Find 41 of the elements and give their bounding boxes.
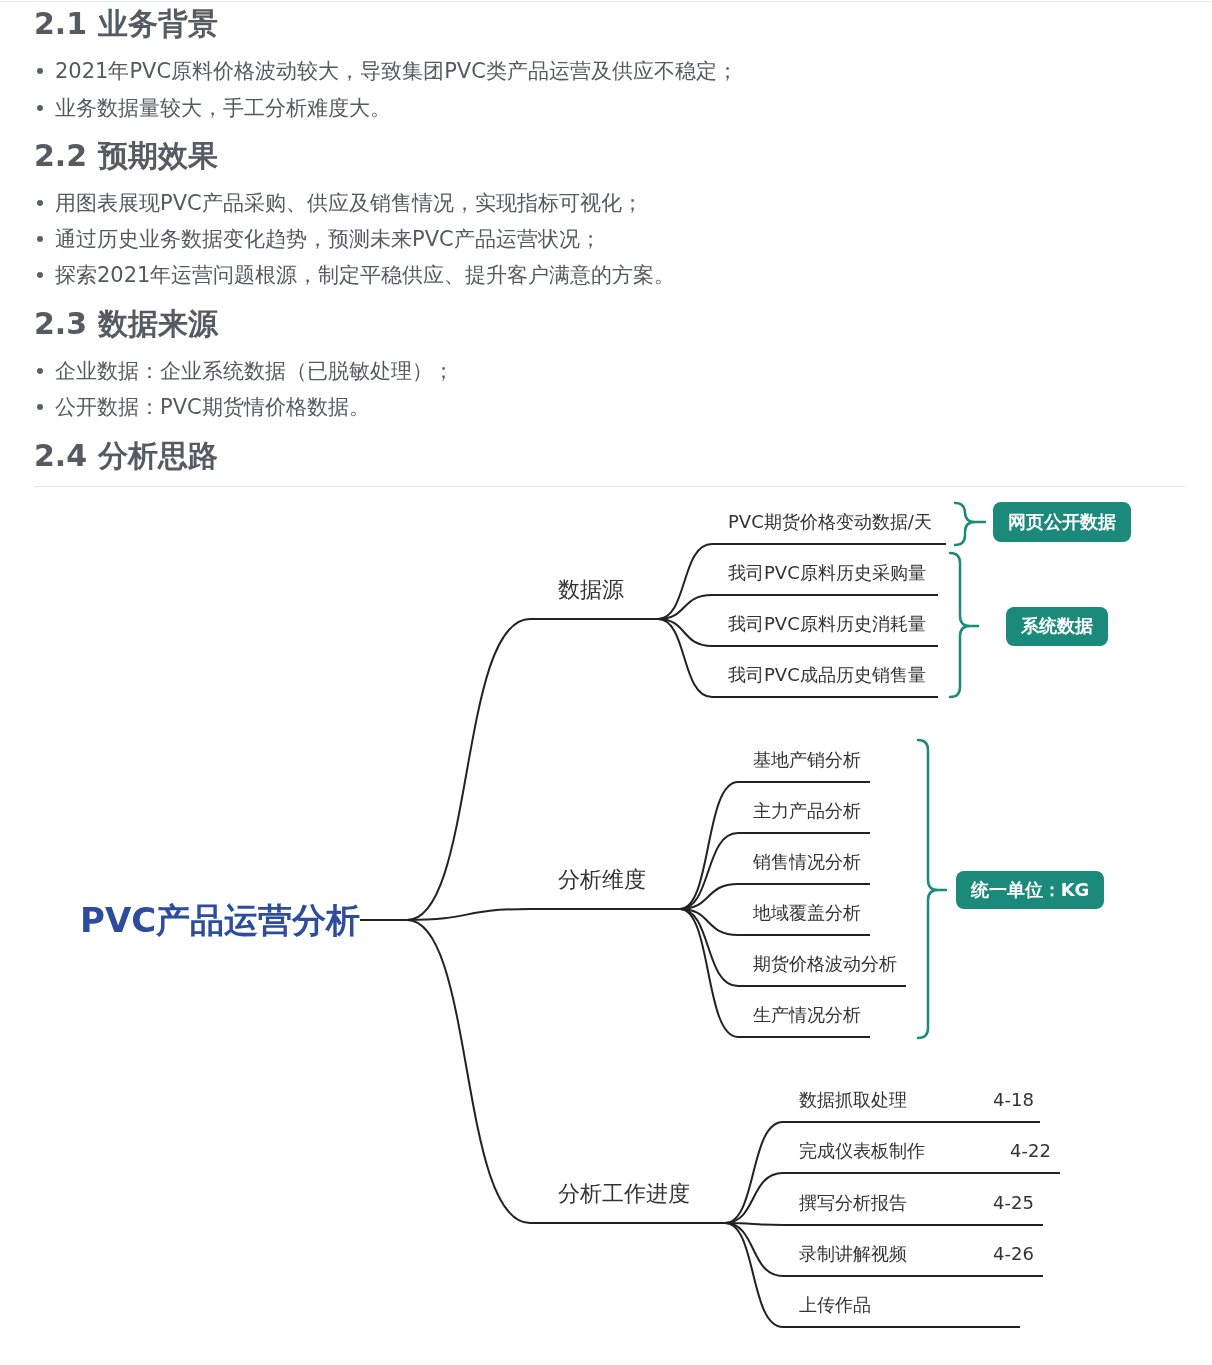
bullet-text: 企业数据：企业系统数据（已脱敏处理）； <box>55 358 454 385</box>
topic-text: 撰写分析报告 <box>799 1191 907 1215</box>
summary-box: 统一单位：KG <box>955 871 1105 909</box>
underlined-topic: 基地产销分析 <box>738 747 870 783</box>
section-heading: 2.2 预期效果 <box>34 137 218 175</box>
underlined-topic: 我司PVC成品历史销售量 <box>712 662 938 698</box>
topic-text: 完成仪表板制作 <box>799 1139 925 1163</box>
branch-line <box>679 908 739 1038</box>
underlined-topic: 销售情况分析 <box>738 849 870 885</box>
underlined-topic: 我司PVC原料历史消耗量 <box>712 611 938 647</box>
date-label: 4-18 <box>993 1088 1034 1112</box>
underlined-topic: 地域覆盖分析 <box>738 900 870 936</box>
underlined-topic: 期货价格波动分析 <box>738 951 906 987</box>
branch-line <box>724 1222 784 1328</box>
underlined-topic: 分析工作进度 <box>530 1178 725 1224</box>
underlined-topic: PVC期货价格变动数据/天 <box>712 509 946 545</box>
bullet-text: 2021年PVC原料价格波动较大，导致集团PVC类产品运营及供应不稳定； <box>55 58 738 85</box>
summary-box: 系统数据 <box>1006 606 1108 646</box>
underlined-topic: 上传作品 <box>783 1292 1020 1328</box>
bullet-text: 用图表展现PVC产品采购、供应及销售情况，实现指标可视化； <box>55 190 643 217</box>
underlined-topic: 数据源 <box>530 574 658 620</box>
bullet-text: 通过历史业务数据变化趋势，预测未来PVC产品运营状况； <box>55 226 601 253</box>
bullet-text: 业务数据量较大，手工分析难度大。 <box>55 95 391 122</box>
underlined-topic: 生产情况分析 <box>738 1002 870 1038</box>
section-heading: 2.4 分析思路 <box>34 437 218 475</box>
topic-text: 数据抓取处理 <box>799 1088 907 1112</box>
underlined-topic: 我司PVC原料历史采购量 <box>712 560 938 596</box>
date-label: 4-25 <box>993 1191 1034 1215</box>
branch-line <box>657 618 713 698</box>
central-topic: PVC产品运营分析 <box>80 897 361 943</box>
summary-box: 网页公开数据 <box>993 502 1131 542</box>
topic-text: 录制讲解视频 <box>799 1242 907 1266</box>
section-heading: 2.1 业务背景 <box>34 5 218 43</box>
bullet-text: 探索2021年运营问题根源，制定平稳供应、提升客户满意的方案。 <box>55 262 676 289</box>
branch-line <box>359 919 531 1224</box>
date-label: 4-22 <box>1010 1139 1051 1163</box>
date-label: 4-26 <box>993 1242 1034 1266</box>
underlined-topic: 主力产品分析 <box>738 798 870 834</box>
bullet-text: 公开数据：PVC期货情价格数据。 <box>55 394 370 421</box>
section-heading: 2.3 数据来源 <box>34 305 218 343</box>
underlined-topic: 分析维度 <box>530 864 680 910</box>
